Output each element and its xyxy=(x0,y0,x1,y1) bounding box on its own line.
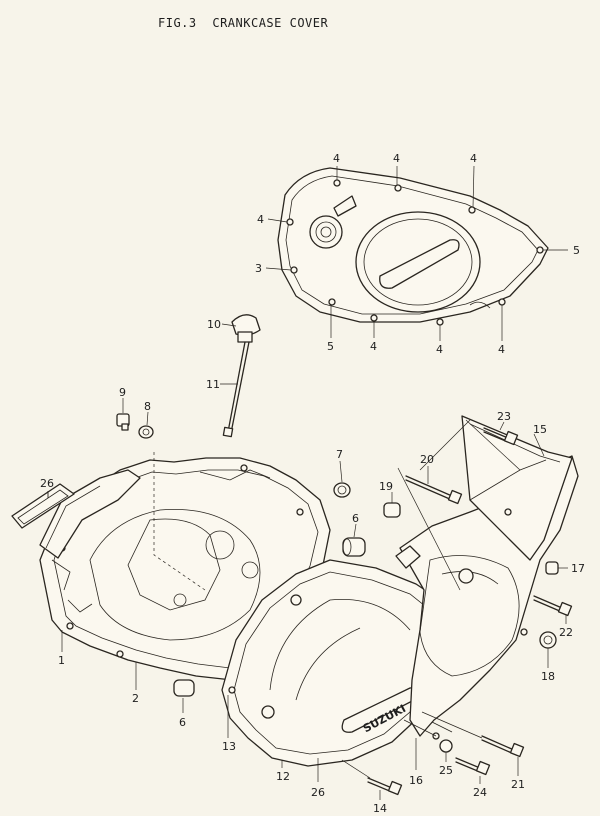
gasket-strip-left-drawing xyxy=(11,483,75,529)
callout-22: 22 xyxy=(559,626,573,639)
fasteners-drawing xyxy=(341,419,573,800)
callout-11: 11 xyxy=(206,378,220,391)
callout-7: 7 xyxy=(336,448,343,461)
callout-3: 3 xyxy=(255,262,262,275)
callout-24: 24 xyxy=(473,786,487,799)
screw-and-washer-drawing xyxy=(116,398,154,439)
lower-left-leaders xyxy=(47,491,319,782)
callout-4: 4 xyxy=(498,343,505,356)
callout-21: 21 xyxy=(511,778,525,791)
callout-26: 26 xyxy=(40,477,54,490)
gasket-drawing xyxy=(277,167,549,326)
callout-6: 6 xyxy=(352,512,359,525)
callout-4: 4 xyxy=(436,343,443,356)
callout-16: 16 xyxy=(409,774,423,787)
figure-name: CRANKCASE COVER xyxy=(212,16,329,30)
figure-title: FIG.3 CRANKCASE COVER xyxy=(158,16,336,30)
callout-17: 17 xyxy=(571,562,585,575)
callout-19: 19 xyxy=(379,480,393,493)
callout-4: 4 xyxy=(257,213,264,226)
callout-26: 26 xyxy=(311,786,325,799)
callout-4: 4 xyxy=(370,340,377,353)
callout-10: 10 xyxy=(207,318,221,331)
callout-5: 5 xyxy=(573,244,580,257)
callout-13: 13 xyxy=(222,740,236,753)
callout-23: 23 xyxy=(497,410,511,423)
callout-9: 9 xyxy=(119,386,126,399)
callout-25: 25 xyxy=(439,764,453,777)
callout-2: 2 xyxy=(132,692,139,705)
side-cover-drawing xyxy=(395,415,579,740)
callout-12: 12 xyxy=(276,770,290,783)
callout-1: 1 xyxy=(58,654,65,667)
callout-4: 4 xyxy=(333,152,340,165)
callout-14: 14 xyxy=(373,802,387,815)
callout-labels: 4 4 4 4 3 5 5 4 4 4 10 11 9 8 7 6 26 1 2… xyxy=(40,152,585,815)
callout-4: 4 xyxy=(470,152,477,165)
dowel-and-seal-drawing xyxy=(173,460,366,713)
callout-4: 4 xyxy=(393,152,400,165)
figure-number: FIG.3 xyxy=(158,16,197,30)
callout-20: 20 xyxy=(420,453,434,466)
callout-6: 6 xyxy=(179,716,186,729)
callout-18: 18 xyxy=(541,670,555,683)
callout-15: 15 xyxy=(533,423,547,436)
callout-5: 5 xyxy=(327,340,334,353)
gasket-leaders xyxy=(265,165,568,341)
oil-level-gauge-drawing xyxy=(220,314,261,438)
clutch-cover-drawing: SUZUKI xyxy=(221,559,441,767)
callout-8: 8 xyxy=(144,400,151,413)
